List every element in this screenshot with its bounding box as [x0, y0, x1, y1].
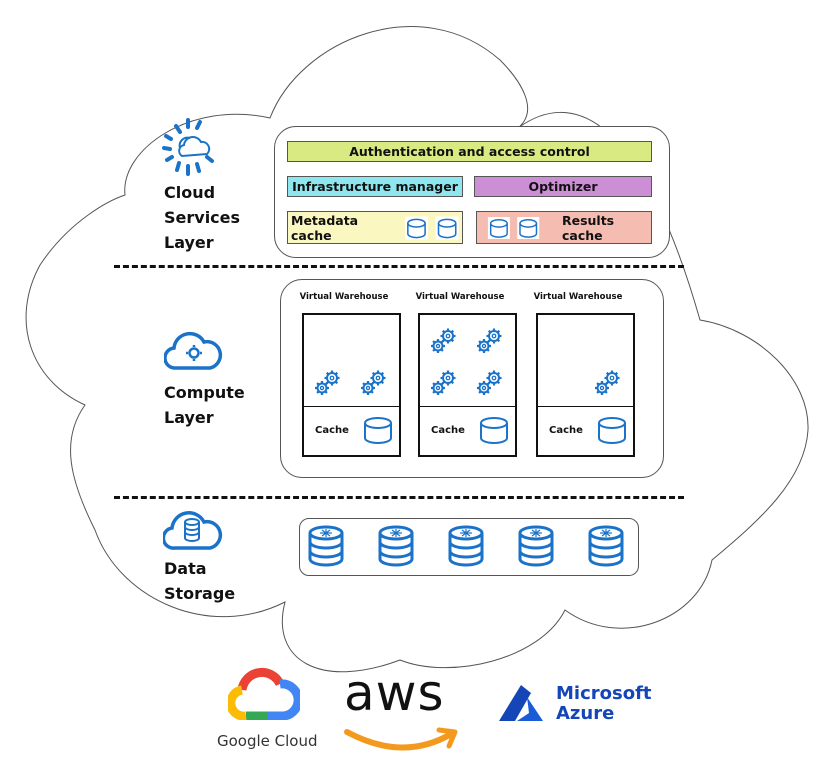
- layer-divider: [114, 265, 684, 268]
- storage-database-icon: [448, 525, 484, 567]
- cloud-gear-icon: [164, 331, 223, 370]
- storage-database-icon: [518, 525, 554, 567]
- warehouse-divider: [304, 406, 399, 407]
- azure-name-line: Azure: [556, 703, 615, 724]
- gears-icon: [315, 370, 340, 395]
- storage-database-icon: [378, 525, 414, 567]
- optimizer-box: Optimizer: [474, 176, 652, 197]
- data-storage-layer-label: Data Storage: [164, 556, 235, 606]
- aws-smile-logo: [344, 727, 458, 751]
- cache-db-icons: [487, 216, 540, 239]
- virtual-warehouse-title: Virtual Warehouse: [415, 292, 505, 302]
- virtual-warehouse: Cache: [418, 313, 517, 457]
- storage-database-icon: [588, 525, 624, 567]
- virtual-warehouse-title: Virtual Warehouse: [533, 292, 623, 302]
- auth-access-control-box: Authentication and access control: [287, 141, 652, 162]
- gears-icon: [431, 370, 456, 395]
- label-line: Data: [164, 559, 207, 578]
- label-line: Layer: [164, 233, 214, 252]
- cache-db-icon: [364, 417, 392, 444]
- label-line: Layer: [164, 408, 214, 427]
- aws-name: aws: [344, 664, 445, 722]
- cloud-database-icon: [163, 511, 223, 550]
- label-line: Storage: [164, 584, 236, 603]
- warehouse-divider: [538, 406, 633, 407]
- azure-name-line: Microsoft: [556, 683, 652, 704]
- gears-icon: [431, 328, 456, 353]
- virtual-warehouse: Cache: [302, 313, 401, 457]
- warehouse-divider: [420, 406, 515, 407]
- label-line: Services: [164, 208, 241, 227]
- google-cloud-logo: [228, 667, 300, 720]
- cache-db-icon: [598, 417, 626, 444]
- metadata-cache-label: Metadata cache: [291, 212, 359, 243]
- label-line: Cloud: [164, 183, 216, 202]
- google-cloud-name: Google Cloud: [217, 732, 318, 750]
- azure-name: Microsoft Azure: [556, 684, 652, 724]
- cache-db-icons: [405, 215, 460, 240]
- gears-icon: [477, 328, 502, 353]
- gears-icon: [361, 370, 386, 395]
- cache-label: Cache: [431, 425, 465, 436]
- cache-label: Cache: [315, 425, 349, 436]
- label-line: Compute: [164, 383, 245, 402]
- virtual-warehouse-title: Virtual Warehouse: [299, 292, 389, 302]
- gears-icon: [477, 370, 502, 395]
- results-cache-label: Results cache: [561, 212, 615, 243]
- cloud-services-layer-label: Cloud Services Layer: [164, 180, 240, 255]
- infrastructure-manager-box: Infrastructure manager: [287, 176, 463, 197]
- azure-logo: [499, 685, 543, 721]
- virtual-warehouse: Cache: [536, 313, 635, 457]
- cache-label: Cache: [549, 425, 583, 436]
- layer-divider: [114, 496, 684, 499]
- compute-layer-label: Compute Layer: [164, 380, 245, 430]
- cloud-sun-icon: [162, 118, 214, 176]
- cache-db-icon: [480, 417, 508, 444]
- results-cache-box: Results cache: [476, 211, 652, 244]
- metadata-cache-box: Metadata cache: [287, 211, 463, 244]
- gears-icon: [595, 370, 620, 395]
- storage-database-icon: [308, 525, 344, 567]
